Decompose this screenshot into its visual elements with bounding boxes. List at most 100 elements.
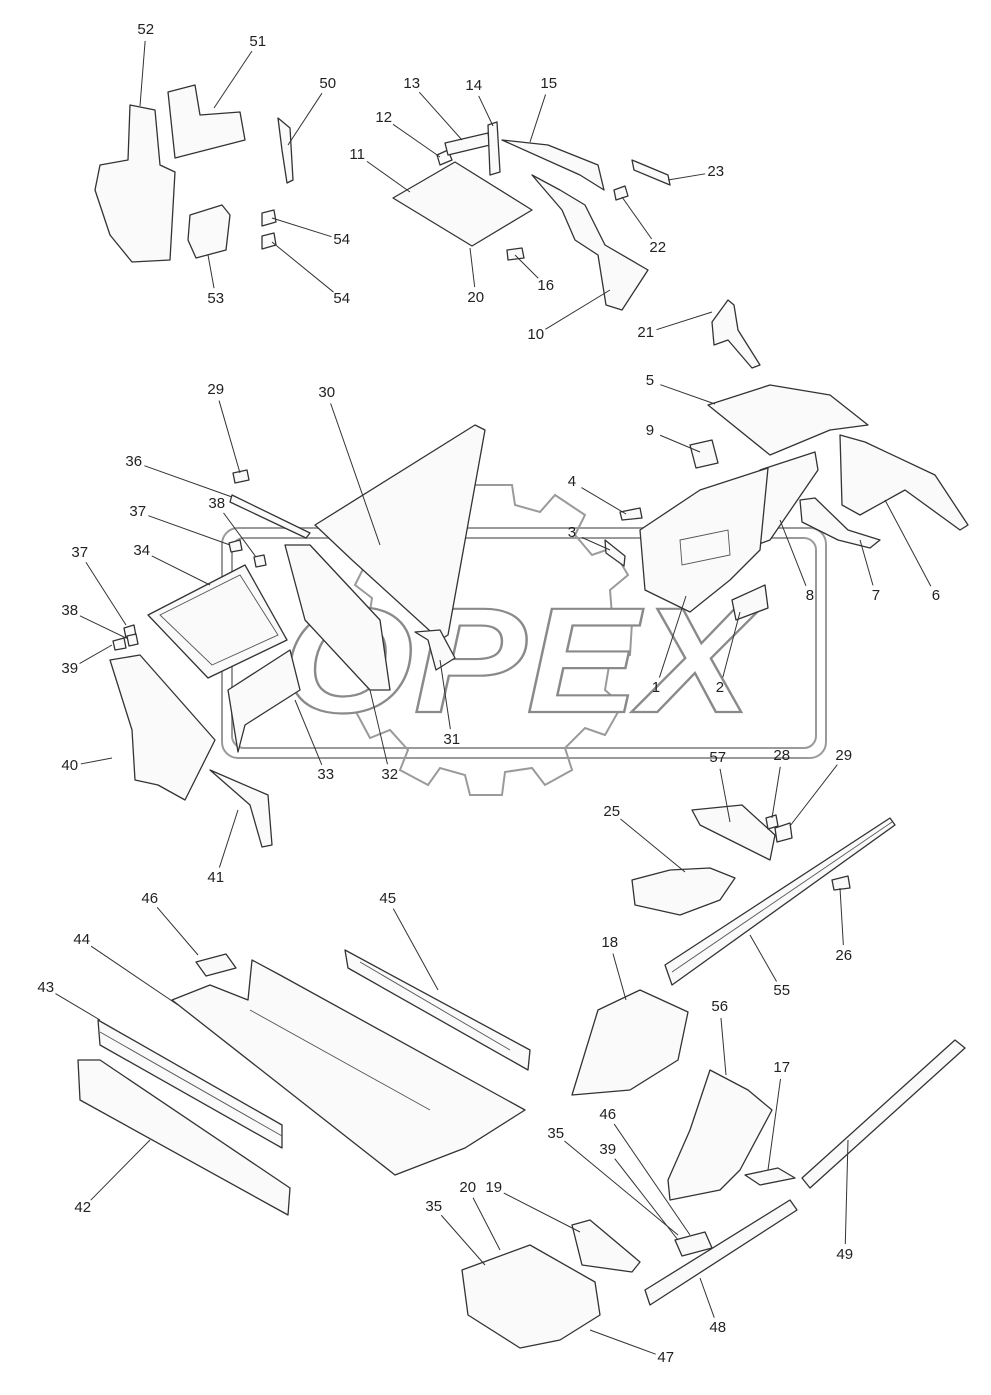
part-40 bbox=[109, 654, 216, 801]
callout-5: 5 bbox=[645, 372, 655, 389]
callout-28: 28 bbox=[773, 747, 791, 764]
leader-line-41 bbox=[218, 809, 239, 868]
leader-line-45 bbox=[392, 908, 439, 991]
leader-line-54 bbox=[271, 241, 334, 293]
leader-line-15 bbox=[529, 94, 547, 143]
part-23 bbox=[631, 159, 671, 186]
part-5 bbox=[707, 384, 869, 456]
leader-line-38 bbox=[223, 512, 257, 558]
callout-18: 18 bbox=[601, 934, 619, 951]
leader-line-14 bbox=[478, 95, 494, 127]
callout-54: 54 bbox=[333, 290, 351, 307]
callout-7: 7 bbox=[871, 587, 881, 604]
part-4 bbox=[619, 507, 643, 521]
leader-line-39 bbox=[614, 1158, 679, 1241]
part-6 bbox=[839, 434, 969, 531]
callout-16: 16 bbox=[537, 277, 555, 294]
callout-34: 34 bbox=[133, 542, 151, 559]
callout-9: 9 bbox=[645, 422, 655, 439]
callout-36: 36 bbox=[125, 453, 143, 470]
callout-55: 55 bbox=[773, 982, 791, 999]
leader-line-40 bbox=[80, 757, 113, 765]
callout-41: 41 bbox=[207, 869, 225, 886]
leader-line-46 bbox=[613, 1123, 691, 1236]
leader-line-28 bbox=[771, 766, 781, 819]
callout-1: 1 bbox=[651, 679, 661, 696]
part-46a bbox=[195, 953, 237, 977]
part-2 bbox=[731, 584, 769, 621]
part-55 bbox=[664, 817, 896, 986]
leader-line-21 bbox=[656, 311, 713, 331]
leader-line-31 bbox=[439, 659, 451, 730]
leader-line-35 bbox=[440, 1214, 486, 1266]
callout-10: 10 bbox=[527, 326, 545, 343]
leader-line-54 bbox=[271, 217, 332, 238]
part-29a bbox=[232, 469, 250, 484]
callout-31: 31 bbox=[443, 731, 461, 748]
part-39a bbox=[112, 637, 127, 651]
part-10 bbox=[531, 174, 649, 311]
callout-53: 53 bbox=[207, 290, 225, 307]
part-33 bbox=[227, 649, 301, 753]
leader-line-23 bbox=[667, 173, 706, 181]
leader-lines bbox=[55, 40, 932, 1355]
parts-group bbox=[77, 84, 969, 1349]
leader-line-16 bbox=[514, 254, 539, 279]
callout-35: 35 bbox=[547, 1125, 565, 1142]
part-21 bbox=[711, 299, 761, 369]
leader-line-48 bbox=[699, 1277, 715, 1318]
leader-line-29 bbox=[218, 400, 241, 474]
leader-line-37 bbox=[148, 515, 231, 546]
part-31 bbox=[414, 629, 456, 671]
callout-3: 3 bbox=[567, 524, 577, 541]
part-44-rib bbox=[249, 1009, 431, 1111]
leader-line-47 bbox=[589, 1329, 656, 1355]
leader-line-7 bbox=[859, 539, 874, 586]
callout-49: 49 bbox=[836, 1246, 854, 1263]
callout-17: 17 bbox=[773, 1059, 791, 1076]
leader-line-10 bbox=[545, 289, 611, 330]
leader-line-26 bbox=[839, 887, 844, 946]
part-26 bbox=[831, 875, 851, 891]
callout-30: 30 bbox=[318, 384, 336, 401]
leader-line-50 bbox=[287, 92, 323, 146]
callout-50: 50 bbox=[319, 75, 337, 92]
leader-line-25 bbox=[620, 818, 686, 873]
callout-15: 15 bbox=[540, 75, 558, 92]
callout-38: 38 bbox=[208, 495, 226, 512]
leader-line-8 bbox=[779, 519, 807, 586]
part-47 bbox=[461, 1244, 601, 1349]
leader-line-20 bbox=[472, 1197, 501, 1251]
leader-line-57 bbox=[719, 768, 731, 823]
part-1-window bbox=[679, 529, 731, 566]
part-11 bbox=[392, 161, 533, 247]
part-43-rib bbox=[99, 1031, 283, 1137]
part-1 bbox=[639, 467, 769, 613]
callout-14: 14 bbox=[465, 77, 483, 94]
part-19 bbox=[571, 1219, 641, 1273]
part-9 bbox=[689, 439, 719, 469]
callout-4: 4 bbox=[567, 473, 577, 490]
part-17 bbox=[744, 1167, 796, 1186]
callout-37: 37 bbox=[71, 544, 89, 561]
callout-32: 32 bbox=[381, 766, 399, 783]
leader-line-38 bbox=[79, 615, 127, 639]
part-53 bbox=[187, 204, 231, 259]
callout-54: 54 bbox=[333, 231, 351, 248]
part-43 bbox=[97, 1019, 283, 1149]
callout-23: 23 bbox=[707, 163, 725, 180]
callout-42: 42 bbox=[74, 1199, 92, 1216]
part-29b bbox=[774, 822, 793, 843]
leader-line-32 bbox=[369, 689, 388, 765]
callout-20: 20 bbox=[459, 1179, 477, 1196]
part-50 bbox=[277, 117, 294, 184]
leader-line-19 bbox=[503, 1192, 581, 1233]
part-41 bbox=[209, 769, 273, 848]
callout-20: 20 bbox=[467, 289, 485, 306]
callout-46: 46 bbox=[141, 890, 159, 907]
part-37a bbox=[228, 539, 243, 553]
part-56 bbox=[667, 1069, 773, 1201]
callout-2: 2 bbox=[715, 679, 725, 696]
leader-line-17 bbox=[767, 1078, 781, 1171]
